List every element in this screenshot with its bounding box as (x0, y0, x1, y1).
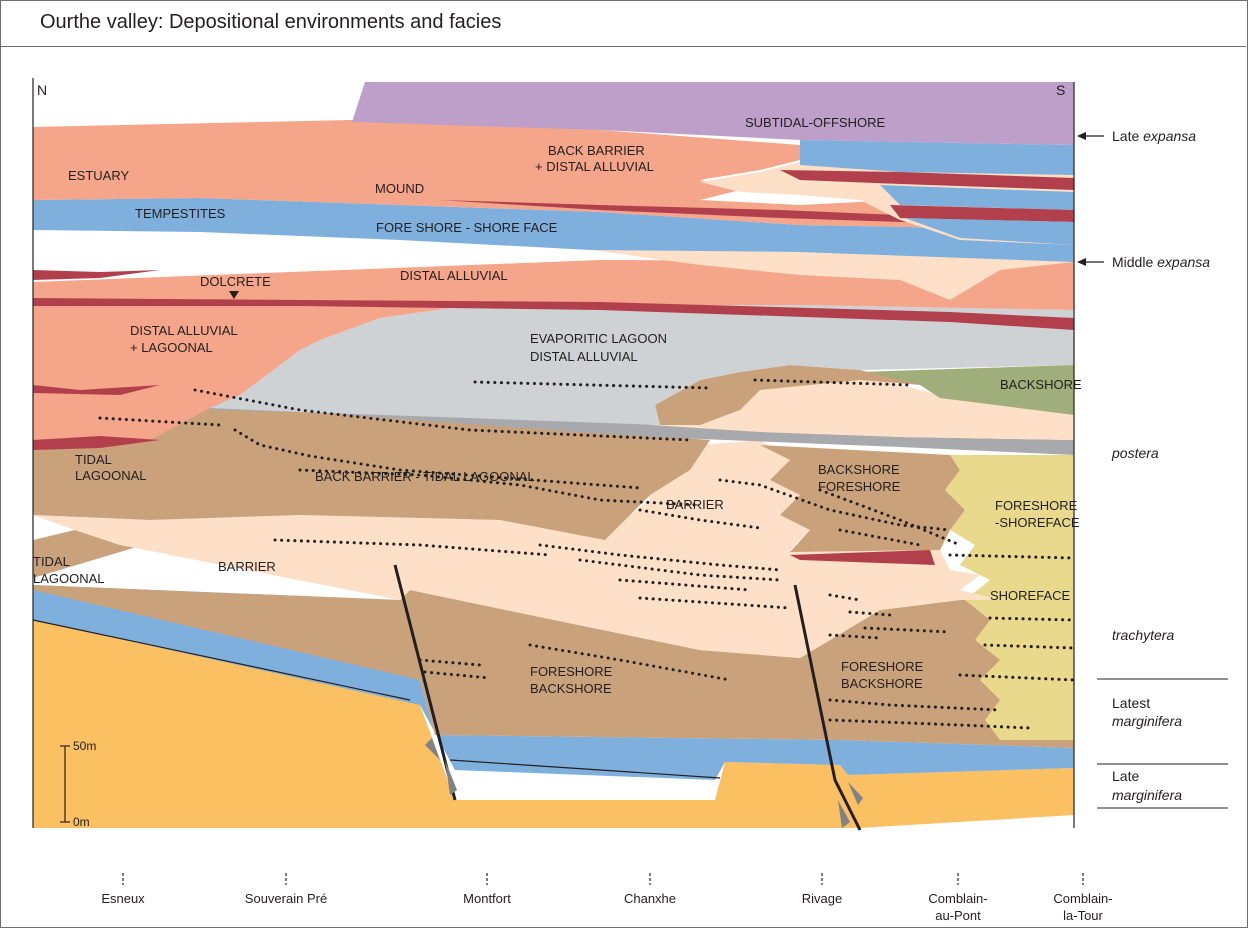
fault-arrow-montfort-down (445, 760, 457, 795)
label-fore-shore-shore-face: FORE SHORE - SHORE FACE (376, 220, 558, 235)
upper-right-blue-3 (905, 218, 1074, 245)
label-tidal-lagoonal-lower-1: TIDAL (33, 554, 70, 569)
fore-shore-shore-face (33, 198, 1074, 262)
dolcrete-band (33, 298, 1074, 330)
estuary-distal-alluvial (33, 120, 1074, 230)
locality-montfort: Montfort (463, 891, 511, 906)
label-dolcrete: DOLCRETE (200, 274, 271, 289)
basement-bedding-line-2 (449, 759, 721, 779)
label-foreshore-backshore-left-2: BACKSHORE (530, 681, 612, 696)
locality-esneux: Esneux (101, 891, 145, 906)
facies-labels: SUBTIDAL-OFFSHORE ESTUARY BACK BARRIER +… (33, 115, 1082, 696)
label-tidal-lagoonal-upper-2: LAGOONAL (75, 468, 147, 483)
fault-montfort (393, 564, 457, 801)
title-bar: Ourthe valley: Depositional environments… (0, 0, 1246, 47)
basement-orange-left (33, 618, 1074, 828)
label-barrier-lower: BARRIER (218, 559, 276, 574)
scale-top-label: 50m (73, 739, 96, 753)
label-tempestites: TEMPESTITES (135, 206, 226, 221)
late-expansa-arrow-icon (1077, 132, 1086, 140)
label-foreshore-backshore-right-2: BACKSHORE (841, 676, 923, 691)
zone-postera: postera (1111, 445, 1159, 461)
zone-late-marginifera-2: marginifera (1112, 787, 1182, 803)
locality-comblain-au-pont-2: au-Pont (935, 908, 981, 923)
scale-bottom-label: 0m (73, 815, 90, 829)
zone-late-expansa: Late expansa (1112, 128, 1196, 144)
label-distal-alluvial-lagoonal-2: + LAGOONAL (130, 340, 213, 355)
stratification-dots (98, 378, 1076, 730)
label-distal-alluvial-lagoonal-1: DISTAL ALLUVIAL (130, 323, 238, 338)
dolcrete-lens-upper (33, 270, 160, 280)
dolcrete-lens-lower-2 (33, 436, 160, 450)
fault-arrow-rivage-down (838, 800, 850, 828)
label-backshore-foreshore-1: BACKSHORE (818, 462, 900, 477)
label-foreshore-backshore-right-1: FORESHORE (841, 659, 924, 674)
zone-middle-expansa: Middle expansa (1112, 254, 1210, 270)
label-foreshore-backshore-left-1: FORESHORE (530, 664, 613, 679)
subtidal-offshore (352, 82, 1074, 145)
upper-right-red-2 (890, 205, 1074, 222)
label-estuary: ESTUARY (68, 168, 129, 183)
label-backshore: BACKSHORE (1000, 377, 1082, 392)
basement-bedding-line (32, 619, 411, 701)
locality-comblain-au-pont-1: Comblain- (928, 891, 987, 906)
fault-arrow-montfort-up (425, 738, 440, 760)
label-shoreface: SHOREFACE (990, 588, 1071, 603)
scale-bar: 50m 0m (60, 739, 96, 829)
label-foreshore-shoreface-2: -SHOREFACE (995, 515, 1080, 530)
locality-chanxhe: Chanxhe (624, 891, 676, 906)
label-back-barrier-tidal-lagoonal: BACK BARRIER - TIDAL LAGOONAL (315, 469, 535, 484)
locality-comblain-la-tour-2: la-Tour (1063, 908, 1103, 923)
label-distal-alluvial: DISTAL ALLUVIAL (400, 268, 508, 283)
fault-rivage (793, 584, 862, 831)
label-backshore-foreshore-2: FORESHORE (818, 479, 901, 494)
backshore-foreshore-red (790, 550, 935, 565)
zone-latest-marginifera-2: marginifera (1112, 713, 1182, 729)
label-evaporitic-lagoon-1: EVAPORITIC LAGOON (530, 331, 667, 346)
figure-title: Ourthe valley: Depositional environments… (40, 11, 502, 33)
upper-light-wedge (590, 250, 1074, 300)
zone-latest-marginifera-1: Latest (1112, 695, 1150, 711)
label-tidal-lagoonal-lower-2: LAGOONAL (33, 571, 105, 586)
upper-right-red (780, 170, 1074, 190)
backshore-brown-wedge (655, 365, 920, 425)
label-back-barrier-2: + DISTAL ALLUVIAL (535, 159, 654, 174)
zone-trachytera: trachytera (1112, 627, 1174, 643)
dolcrete-lens-lower-1 (33, 385, 160, 395)
evaporitic-lagoon (210, 305, 1074, 425)
label-back-barrier-1: BACK BARRIER (548, 143, 645, 158)
shoreface-yellow (945, 455, 1074, 740)
label-subtidal-offshore: SUBTIDAL-OFFSHORE (745, 115, 885, 130)
upper-right-blue (800, 140, 1074, 175)
label-mound: MOUND (375, 181, 424, 196)
label-foreshore-shoreface-1: FORESHORE (995, 498, 1078, 513)
barrier-light (33, 440, 1000, 658)
distal-alluvial-lagoonal (33, 260, 1074, 445)
dolcrete-marker-icon (229, 291, 239, 299)
backshore-green (860, 365, 1074, 415)
compass-south: S (1056, 82, 1065, 98)
label-barrier-mid: BARRIER (666, 497, 724, 512)
locality-comblain-la-tour-1: Comblain- (1053, 891, 1112, 906)
label-evaporitic-lagoon-2: DISTAL ALLUVIAL (530, 349, 638, 364)
locality-markers: Esneux Souverain Pré Montfort Chanxhe Ri… (101, 873, 1113, 923)
upper-right-blue-2 (880, 185, 1074, 210)
zone-late-marginifera-1: Late (1112, 768, 1139, 784)
lower-tidal-brown (33, 530, 1074, 748)
locality-rivage: Rivage (802, 891, 842, 906)
locality-souverain-pre: Souverain Pré (245, 891, 327, 906)
label-tidal-lagoonal-upper-1: TIDAL (75, 452, 112, 467)
biozone-annotations: Late expansa Middle expansa postera trac… (1077, 128, 1228, 809)
fault-arrow-rivage-up (848, 782, 863, 805)
compass-north: N (37, 82, 47, 98)
middle-expansa-arrow-icon (1077, 258, 1086, 266)
